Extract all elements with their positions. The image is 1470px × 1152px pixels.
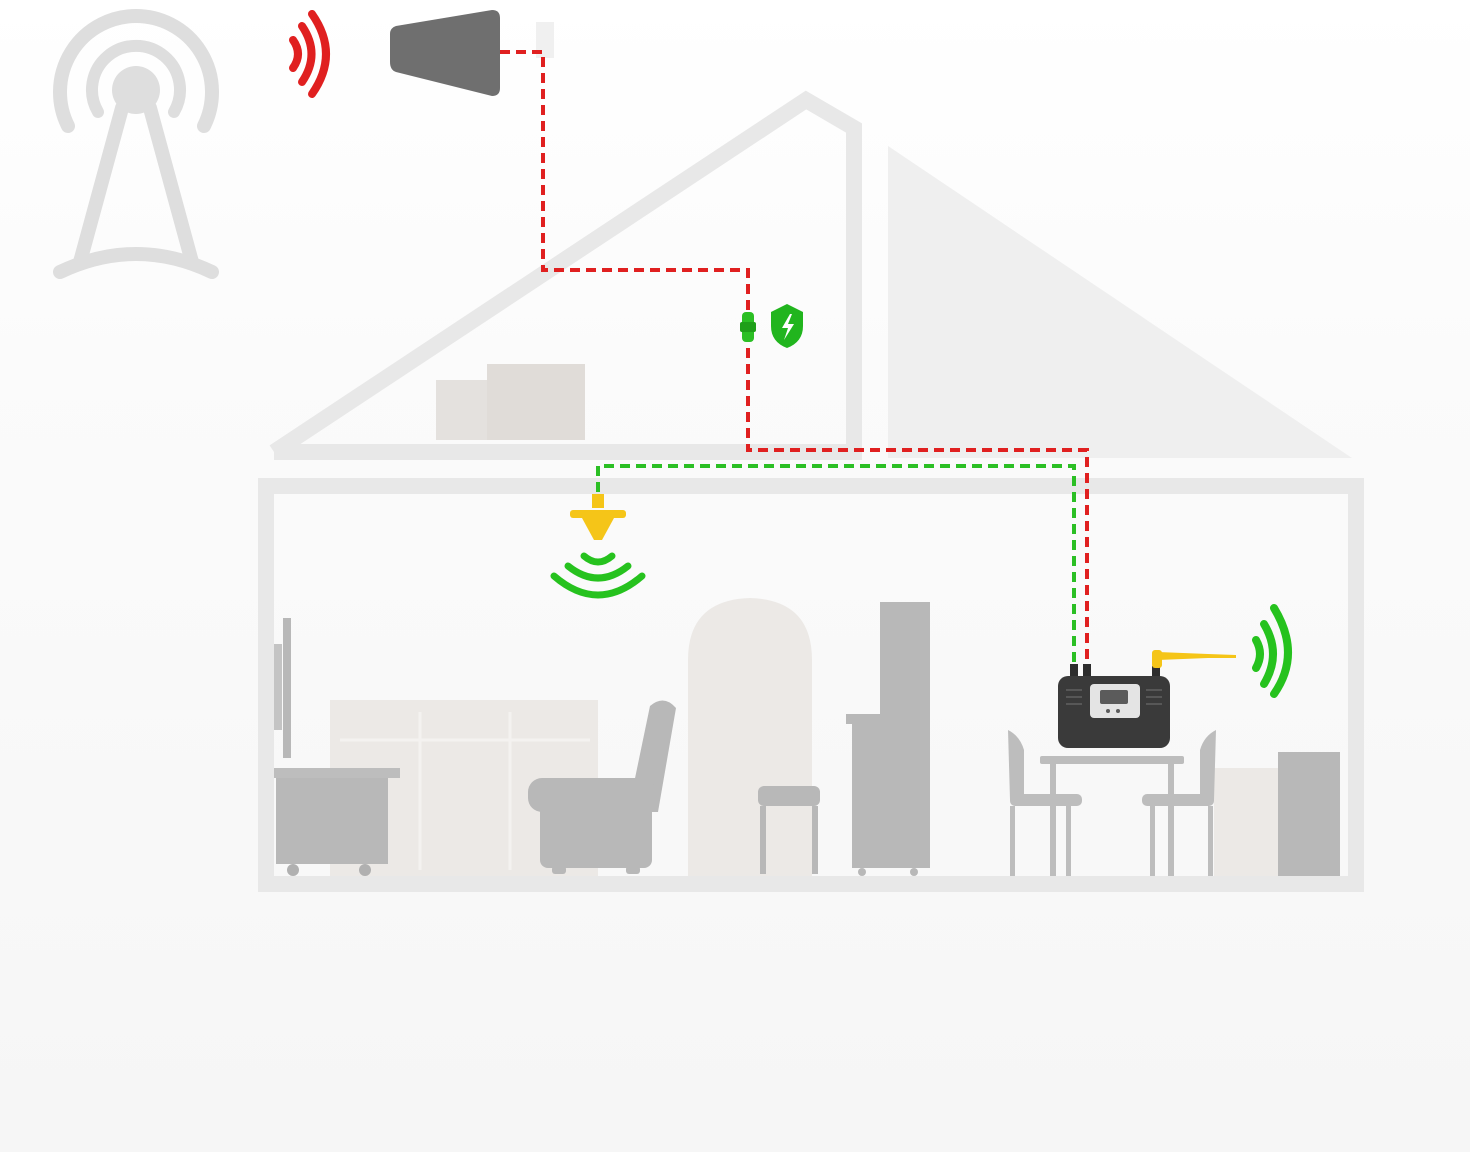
tower-base xyxy=(53,247,219,279)
stool-leg-1 xyxy=(760,806,766,874)
booster-vents-left xyxy=(1066,689,1082,705)
red-wave-1 xyxy=(289,36,302,72)
side-desk-icon xyxy=(274,768,400,876)
hutch-shelf xyxy=(846,714,930,724)
chair-left-leg-2 xyxy=(1066,806,1071,876)
dining-chair-left-icon xyxy=(1008,730,1082,876)
outdoor-signal-waves-icon xyxy=(289,10,330,98)
booster-display xyxy=(1100,690,1128,704)
tall-cabinet-icon xyxy=(846,602,930,876)
antenna-plate xyxy=(570,510,626,518)
cell-tower-icon xyxy=(53,9,219,279)
chimney-post xyxy=(536,22,554,58)
stool-seat xyxy=(758,786,820,806)
desk-body xyxy=(276,778,388,864)
antenna-cone xyxy=(582,518,614,540)
booster-connector-3 xyxy=(1152,666,1160,678)
tower-inner-arc xyxy=(86,39,186,118)
cables xyxy=(500,50,1089,662)
chair-right-seat xyxy=(1142,794,1214,806)
hutch-top xyxy=(880,602,930,714)
chair-right-leg-2 xyxy=(1208,806,1213,876)
armchair-icon xyxy=(528,700,676,874)
dining-chair-right-icon xyxy=(1142,730,1216,876)
stool-icon xyxy=(758,786,820,874)
indoor-cable xyxy=(596,464,1076,662)
booster-unit-icon xyxy=(1058,664,1170,748)
indoor-dome-antenna-icon xyxy=(570,494,626,540)
hutch-wheel-2 xyxy=(910,868,918,876)
desk-wheel-2 xyxy=(359,864,371,876)
armchair-base xyxy=(540,804,652,868)
chair-left-seat xyxy=(1010,794,1082,806)
stool-leg-2 xyxy=(812,806,818,874)
dining-table-icon xyxy=(1040,756,1184,876)
armchair-foot-1 xyxy=(552,866,566,874)
outdoor-cable xyxy=(500,50,1089,662)
green-wave-2 xyxy=(1260,620,1277,688)
green-wave-3 xyxy=(1270,604,1292,698)
booster-output-waves-icon xyxy=(1252,604,1292,698)
attic-roof-outline xyxy=(269,90,862,460)
surge-connector-band xyxy=(740,322,756,332)
refrigerator-icon xyxy=(688,598,812,876)
armchair-foot-2 xyxy=(626,866,640,874)
antenna-mount xyxy=(592,494,604,508)
booster-connector-2 xyxy=(1083,664,1091,678)
booster-vents-right xyxy=(1146,689,1162,705)
green-down-wave-1 xyxy=(580,552,616,566)
booster-led-2 xyxy=(1116,709,1120,713)
attic-boxes xyxy=(436,364,585,440)
wall-tv-icon xyxy=(274,618,291,758)
green-wave-1 xyxy=(1252,636,1264,672)
side-cabinet xyxy=(1278,752,1340,876)
booster-led-1 xyxy=(1106,709,1110,713)
red-wave-3 xyxy=(308,10,330,98)
table-top xyxy=(1040,756,1184,764)
table-leg-1 xyxy=(1050,764,1056,876)
outdoor-antenna-icon xyxy=(390,10,500,96)
desk-wheel-1 xyxy=(287,864,299,876)
hutch-wheel-1 xyxy=(858,868,866,876)
right-roof xyxy=(888,146,1352,458)
tower-outer-arc xyxy=(53,9,219,133)
chair-right-back xyxy=(1200,730,1216,800)
armchair-seat xyxy=(528,778,656,812)
surge-protector-icon xyxy=(771,304,803,348)
chair-left-back xyxy=(1008,730,1024,800)
chair-right-leg-1 xyxy=(1150,806,1155,876)
indoor-broadcast-waves-icon xyxy=(550,552,646,599)
red-wave-2 xyxy=(298,22,316,86)
house-outline xyxy=(258,90,1364,892)
table-leg-2 xyxy=(1168,764,1174,876)
tv-bracket xyxy=(274,644,282,730)
chair-left-leg-1 xyxy=(1010,806,1015,876)
booster-whip-antenna-icon xyxy=(1152,650,1236,668)
cabinet-lines xyxy=(340,712,590,870)
whip-rod xyxy=(1158,652,1236,660)
desk-top xyxy=(274,768,400,778)
green-down-wave-2 xyxy=(564,562,632,582)
lightning-bolt xyxy=(782,314,794,340)
tower-legs xyxy=(73,101,199,269)
green-down-wave-3 xyxy=(550,572,646,599)
hutch-base xyxy=(852,724,930,868)
tv-panel xyxy=(283,618,291,758)
booster-connector-1 xyxy=(1070,664,1078,678)
attic-box-large xyxy=(487,364,585,440)
surge-connector xyxy=(740,312,756,342)
room-outline xyxy=(258,478,1364,892)
